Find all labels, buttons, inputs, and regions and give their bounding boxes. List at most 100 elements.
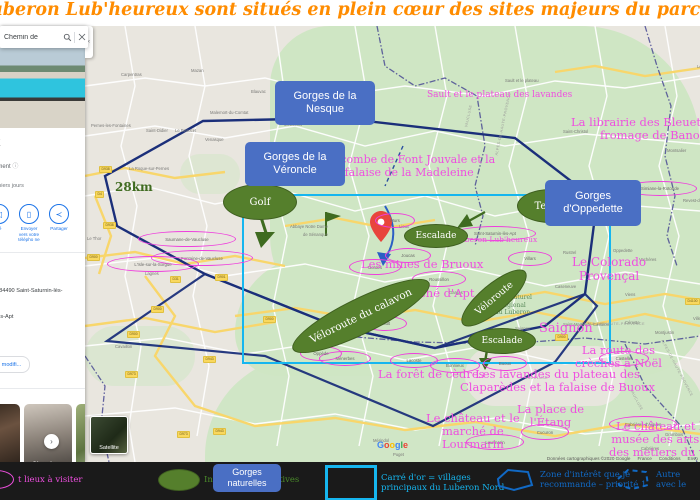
map-city-label: Caseneuve	[555, 284, 577, 289]
legend-item-zone-priority: Zone d'intérêt que je recommande – prior…	[494, 467, 646, 493]
place-highlight-ellipse[interactable]: Cabrières-d'Aigues	[609, 416, 677, 432]
place-highlight-ellipse[interactable]: Castellet	[599, 351, 649, 366]
hero-photo[interactable]	[0, 48, 85, 128]
distance-label-28km: 28km	[115, 180, 153, 194]
map-city-label: Viens	[625, 292, 636, 297]
map-city-label: Blauvac	[251, 89, 266, 94]
place-title: IX	[0, 138, 1, 148]
carousel-thumb[interactable]: Ex	[76, 404, 85, 462]
road-shield: D901	[215, 274, 229, 281]
map-city-label: Rustrel	[563, 250, 577, 255]
gorge-box-veroncle[interactable]: Gorges de la Véroncle	[245, 142, 345, 186]
page-title: uberon Lub'heureux sont situés en plein …	[0, 0, 700, 20]
divider	[0, 252, 85, 253]
place-highlight-ellipse[interactable]: Gordes	[349, 259, 401, 275]
map-annotation: Le château et le marché de Lourmarin	[426, 411, 520, 451]
action-share[interactable]: ≺ Partager	[48, 204, 70, 243]
action-send-to-phone[interactable]: ▯ Envoyer vers votre télépho ne	[18, 204, 40, 243]
map-city-label: Montjustin	[655, 330, 675, 335]
escalade-flag	[325, 212, 341, 236]
map-city-label: Grambois	[665, 432, 684, 437]
legend-item-carre-dor: Carré d'or = villages principaux du Lube…	[325, 465, 504, 500]
photo-carousel[interactable]: rs Chambres Ex	[0, 404, 85, 462]
map-city-label: Saint-Didier	[146, 128, 168, 133]
satellite-toggle-button[interactable]: Satellite	[90, 416, 128, 454]
sport-label-escalade-lioux[interactable]: Escalade	[404, 224, 468, 248]
legend-label: Zone d'intérêt que je recommande – prior…	[540, 470, 647, 490]
place-highlight-ellipse[interactable]: Saumane-de-Vaucluse	[138, 231, 236, 247]
green-ellipse-swatch	[158, 469, 200, 491]
map-annotation: Les lavandes du plateau des Claparèdes e…	[460, 367, 656, 394]
road-shield: D900	[555, 334, 569, 341]
place-highlight-ellipse[interactable]: Murs	[375, 213, 415, 228]
place-recent-note: derniers jours	[0, 183, 24, 189]
action-label: Envoyer vers votre télépho ne	[18, 226, 40, 242]
map-canvas[interactable]: Carré d'or VAUCLUSE ALPES-DE-HAUTE-PROVE…	[85, 26, 700, 462]
close-icon[interactable]	[75, 26, 88, 48]
map-city-label: La Roque-sur-Pernes	[129, 166, 170, 171]
panel-collapse-handle[interactable]: ‹	[85, 26, 93, 58]
gorge-box-oppedette[interactable]: Gorges d'Oppedette	[545, 180, 641, 226]
map-city-label: Abbaye Notre Dame	[290, 224, 328, 229]
map-city-label: Gargas	[449, 290, 463, 295]
map-city-label: Mérindol	[373, 438, 390, 443]
map-city-label: Montsalier	[667, 148, 687, 153]
map-annotation: La forêt de cèdres	[378, 367, 485, 381]
place-highlight-ellipse[interactable]: Cucuron	[521, 424, 569, 440]
road-shield: D973	[177, 431, 191, 438]
place-highlight-ellipse[interactable]: Buoux	[483, 356, 527, 371]
road-shield: D900	[127, 331, 141, 338]
satellite-label: Satellite	[99, 445, 119, 451]
road-shield: D973	[125, 371, 139, 378]
place-highlight-ellipse[interactable]: Villars	[508, 251, 552, 266]
road-shield: D938	[99, 166, 113, 173]
map-city-label: Pernes-les-Fontaines	[91, 123, 131, 128]
map-city-label: Sault et le plateau	[505, 78, 539, 83]
address-line-1[interactable]: , 84490 Saint-Saturnin-lès-	[0, 288, 63, 294]
search-box[interactable]	[0, 26, 88, 48]
carousel-thumb[interactable]: rs	[0, 404, 20, 462]
map-annotation: Sault et le plateau des lavandes	[427, 90, 573, 100]
pink-ellipse-swatch	[0, 470, 14, 489]
map-city-label: Carpentras	[121, 72, 142, 77]
road-shield: D4	[95, 191, 105, 198]
carousel-thumb[interactable]: Chambres	[24, 404, 72, 462]
map-city-label: Le Beaucet	[175, 128, 197, 133]
place-highlight-ellipse[interactable]: Lourmarin	[466, 434, 524, 450]
map-city-label: Saint-Christol	[563, 129, 589, 134]
sport-label-escalade-buoux[interactable]: Escalade	[468, 328, 536, 354]
title-band: uberon Lub'heureux sont situés en plein …	[0, 0, 700, 26]
place-highlight-ellipse[interactable]: L'Isle-sur-la-Sorgue	[107, 256, 199, 272]
road-shield: D943	[213, 428, 227, 435]
map-annotation: La librairie des Bleuets et le fromage d…	[571, 115, 700, 142]
info-icon[interactable]: ⓘ	[12, 164, 19, 170]
map-annotation: Les mines de Bruoux	[361, 257, 484, 271]
place-highlight-ellipse[interactable]: Bonnieux	[430, 358, 480, 373]
pool-photo	[0, 48, 85, 128]
map-city-label: de Sénanque	[303, 232, 328, 237]
sport-label-golf[interactable]: Golf	[223, 184, 297, 220]
map-attribution: Données cartographiques ©2020 Google Fra…	[546, 456, 698, 461]
action-nearby[interactable]: ◁ ité	[0, 204, 10, 243]
search-icon[interactable]	[61, 26, 74, 48]
map-city-label: Venasque	[205, 137, 224, 142]
gorge-box-nesque[interactable]: Gorges de la Nesque	[275, 81, 375, 125]
divider	[0, 388, 85, 389]
address-line-2[interactable]: lès-Apt	[0, 314, 14, 320]
place-highlight-ellipse[interactable]: Joucas	[385, 248, 431, 263]
map-city-label: Le Revest-du-Bion	[697, 64, 700, 69]
dept-label: VAUCLUSE	[525, 376, 549, 380]
map-city-label: Cabrières	[641, 446, 660, 451]
road-shield: D943	[203, 356, 217, 363]
panel-action-row: ◁ ité ▯ Envoyer vers votre télépho ne ≺ …	[0, 204, 70, 243]
map-city-label: Cavaillon	[115, 344, 133, 349]
legend-bar: t lieux à visiter Installations sportive…	[0, 462, 700, 500]
navy-lower-polygon	[103, 272, 599, 428]
map-city-label: Le Thor	[87, 236, 102, 241]
road-shield: D900	[87, 254, 101, 261]
map-city-label: Mazan	[191, 68, 204, 73]
suggest-edit-chip[interactable]: e modifi...	[0, 356, 31, 373]
carousel-next-button[interactable]: ›	[44, 434, 59, 449]
legend-label: t lieux à visiter	[18, 474, 83, 485]
search-input[interactable]	[0, 32, 61, 42]
